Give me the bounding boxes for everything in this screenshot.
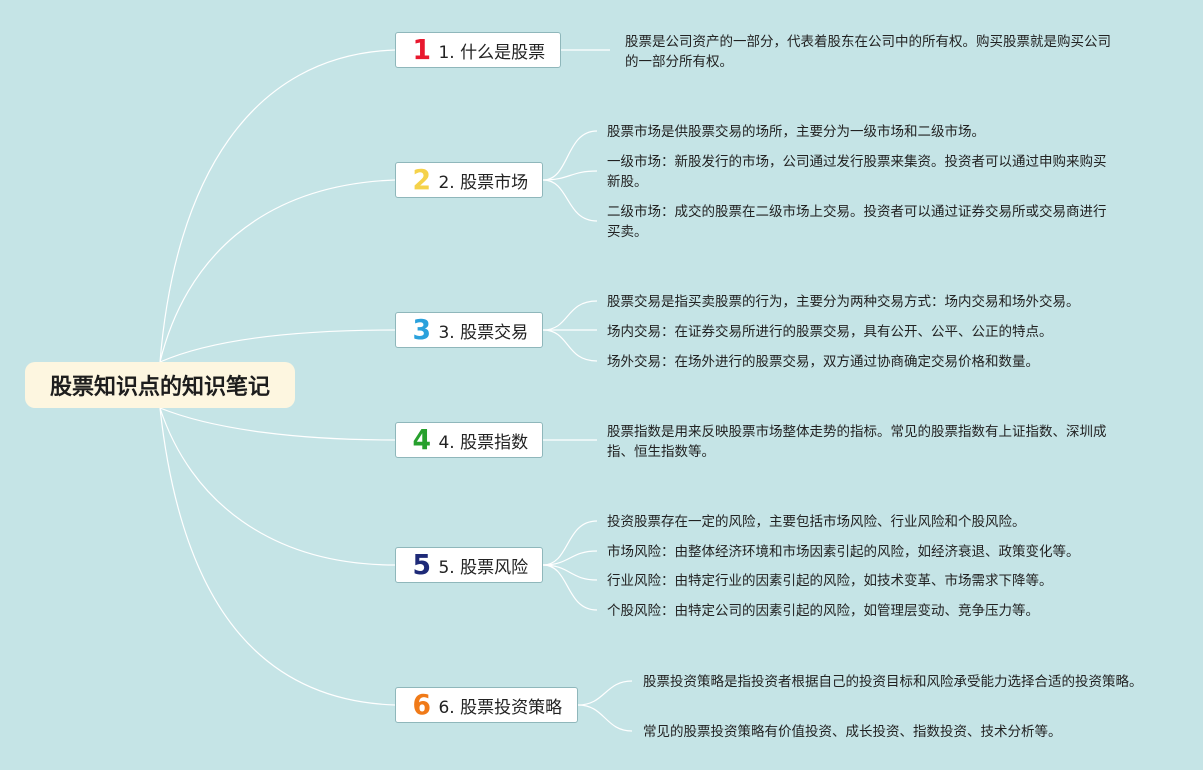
note-5-3[interactable]: 行业风险：由特定行业的因素引起的风险，如技术变革、市场需求下降等。 xyxy=(607,573,1053,589)
number-four-icon: 4 xyxy=(412,423,431,456)
branch-label-1: 1. 什么是股票 xyxy=(438,42,546,63)
branch-label-5: 5. 股票风险 xyxy=(438,557,529,578)
connector-root-branch-1 xyxy=(159,49,396,363)
connector-branch-5-note-2 xyxy=(542,550,598,566)
number-six-icon: 6 xyxy=(412,688,431,721)
connector-branch-5-note-3 xyxy=(542,564,598,581)
note-6-1[interactable]: 股票投资策略是指投资者根据自己的投资目标和风险承受能力选择合适的投资策略。 xyxy=(643,674,1143,690)
number-five-icon: 5 xyxy=(412,548,431,581)
branch-label-3: 3. 股票交易 xyxy=(438,322,529,343)
branch-topic-3[interactable]: 3 3. 股票交易 xyxy=(395,312,543,348)
note-2-2[interactable]: 一级市场：新股发行的市场，公司通过发行股票来集资。投资者可以通过申购来购买新股。 xyxy=(607,154,1107,190)
branch-topic-6[interactable]: 6 6. 股票投资策略 xyxy=(395,687,578,723)
number-two-icon: 2 xyxy=(412,163,431,196)
number-three-icon: 3 xyxy=(412,313,431,346)
note-3-1[interactable]: 股票交易是指买卖股票的行为，主要分为两种交易方式：场内交易和场外交易。 xyxy=(607,294,1080,310)
branch-label-6: 6. 股票投资策略 xyxy=(438,697,563,718)
connector-branch-5-note-4 xyxy=(542,564,598,611)
connector-branch-3-note-1 xyxy=(542,300,598,331)
root-topic[interactable]: 股票知识点的知识笔记 xyxy=(25,362,295,408)
connector-branch-2-note-1 xyxy=(542,130,598,181)
branch-label-4: 4. 股票指数 xyxy=(438,432,529,453)
note-2-3[interactable]: 二级市场：成交的股票在二级市场上交易。投资者可以通过证券交易所或交易商进行买卖。 xyxy=(607,204,1107,240)
connector-branch-2-note-2 xyxy=(542,170,598,181)
note-5-2[interactable]: 市场风险：由整体经济环境和市场因素引起的风险，如经济衰退、政策变化等。 xyxy=(607,544,1080,560)
note-5-4[interactable]: 个股风险：由特定公司的因素引起的风险，如管理层变动、竞争压力等。 xyxy=(607,603,1039,619)
note-6-2[interactable]: 常见的股票投资策略有价值投资、成长投资、指数投资、技术分析等。 xyxy=(643,724,1062,740)
branch-topic-2[interactable]: 2 2. 股票市场 xyxy=(395,162,543,198)
branch-label-2: 2. 股票市场 xyxy=(438,172,529,193)
note-1-1[interactable]: 股票是公司资产的一部分，代表着股东在公司中的所有权。购买股票就是购买公司的一部分… xyxy=(625,34,1111,70)
note-3-3[interactable]: 场外交易：在场外进行的股票交易，双方通过协商确定交易价格和数量。 xyxy=(607,354,1039,370)
connector-root-branch-6 xyxy=(159,407,396,706)
branch-topic-4[interactable]: 4 4. 股票指数 xyxy=(395,422,543,458)
connector-branch-6-note-2 xyxy=(577,704,633,732)
branch-topic-5[interactable]: 5 5. 股票风险 xyxy=(395,547,543,583)
connector-branch-6-note-1 xyxy=(577,680,633,706)
connector-branch-5-note-1 xyxy=(542,520,598,566)
branch-topic-1[interactable]: 1 1. 什么是股票 xyxy=(395,32,561,68)
connector-root-branch-5 xyxy=(159,407,396,566)
note-3-2[interactable]: 场内交易：在证券交易所进行的股票交易，具有公开、公平、公正的特点。 xyxy=(607,324,1053,340)
note-4-1[interactable]: 股票指数是用来反映股票市场整体走势的指标。常见的股票指数有上证指数、深圳成指、恒… xyxy=(607,424,1107,460)
connector-root-branch-4 xyxy=(159,407,396,441)
connector-branch-2-note-3 xyxy=(542,179,598,222)
connector-root-branch-2 xyxy=(159,179,396,363)
note-5-1[interactable]: 投资股票存在一定的风险，主要包括市场风险、行业风险和个股风险。 xyxy=(607,514,1026,530)
note-2-1[interactable]: 股票市场是供股票交易的场所，主要分为一级市场和二级市场。 xyxy=(607,124,985,140)
number-one-icon: 1 xyxy=(412,33,431,66)
root-title: 股票知识点的知识笔记 xyxy=(49,375,270,400)
connector-branch-3-note-3 xyxy=(542,329,598,362)
connector-root-branch-3 xyxy=(159,329,396,363)
